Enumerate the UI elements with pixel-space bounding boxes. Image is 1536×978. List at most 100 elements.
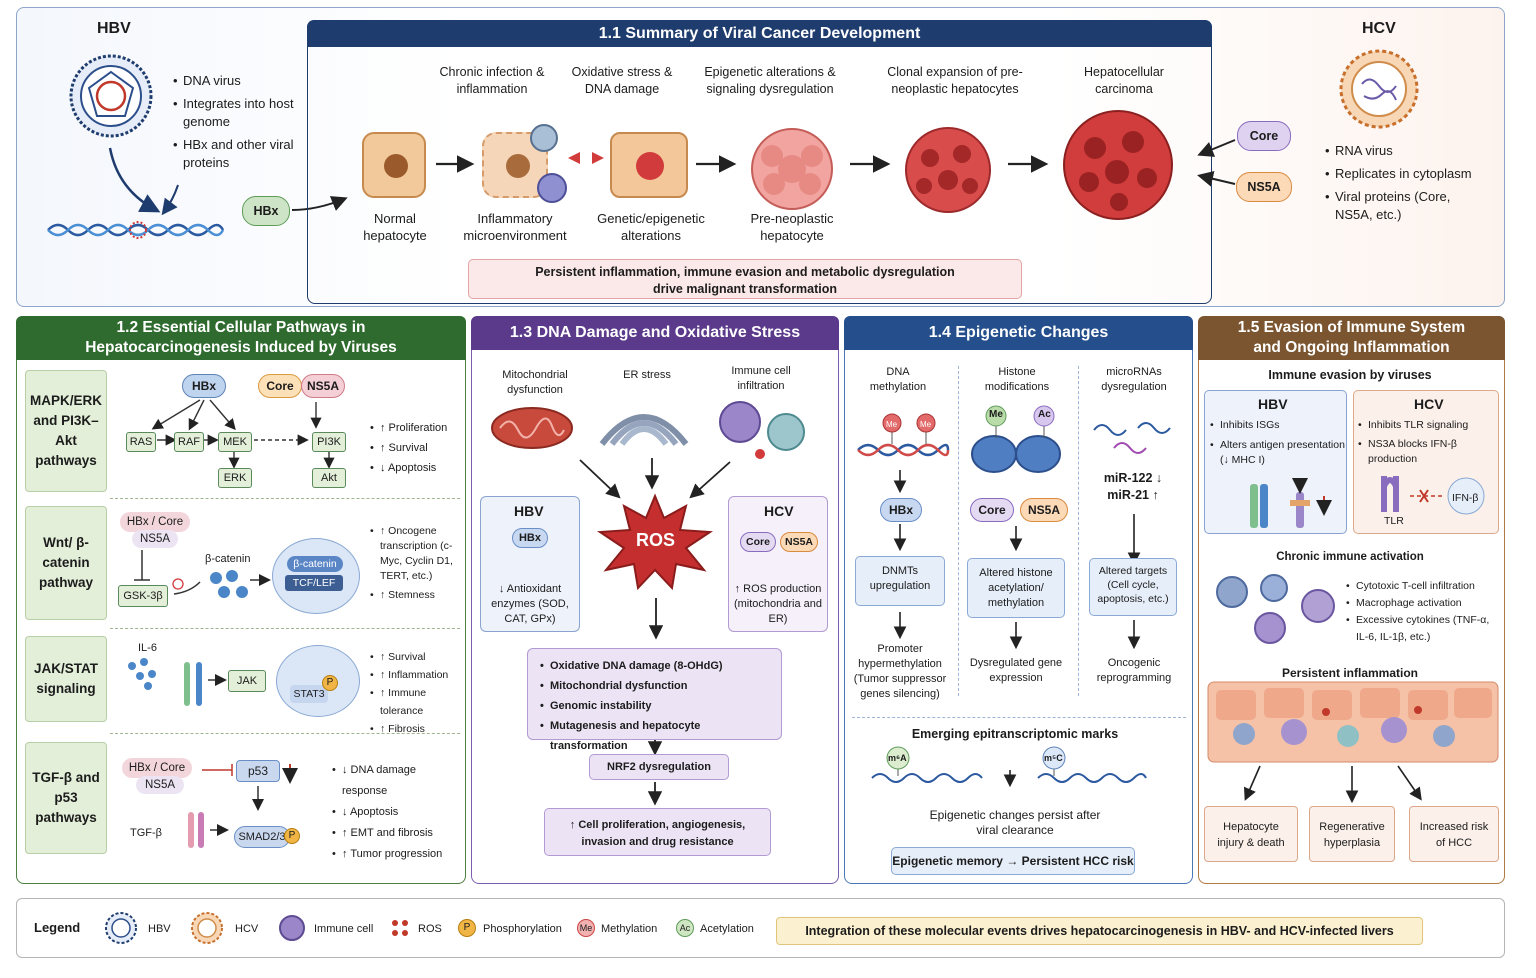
epigenetic-title: 1.4 Epigenetic Changes: [844, 316, 1193, 350]
flow-arrow: [850, 155, 891, 173]
flow-arrow: [436, 155, 475, 173]
ros-label: ROS: [636, 530, 676, 550]
jak-effect: ↑ Immune tolerance: [370, 684, 462, 720]
er-stress-icon: [599, 414, 689, 446]
jak-node: JAK: [228, 670, 266, 692]
hbx-badge: HBx: [880, 498, 922, 522]
epi-arrows: [893, 470, 1141, 650]
hcv-evasion-item: Inhibits TLR signaling: [1358, 418, 1496, 433]
hbx-badge: HBx: [512, 528, 548, 548]
epi-column-title: Histone modifications: [984, 366, 1050, 393]
viral-badge: HBx / Core: [122, 758, 192, 778]
hcv-ros-effect: ↑ ROS production (mitochondria and ER): [733, 583, 823, 625]
divider: [852, 717, 1186, 718]
pi3k-node: PI3K: [312, 432, 346, 452]
histone-change-box: Altered histone acetylation/ methylation: [967, 558, 1065, 618]
hbx-badge: HBx: [242, 196, 290, 226]
chronic-item: Cytotoxic T-cell infiltration: [1346, 578, 1502, 595]
mhc-icon: [1250, 478, 1332, 528]
phospho-badge: P: [322, 675, 338, 691]
raf-node: RAF: [174, 432, 204, 452]
hcv-title: HCV: [1362, 20, 1396, 37]
epitranscriptomic-title: Emerging epitranscriptomic marks: [911, 727, 1119, 741]
outcome-arrows: [1243, 765, 1422, 804]
il6-receptor-icon: [128, 658, 227, 706]
m5c-mark: m⁵C: [1044, 753, 1063, 763]
wnt-label: Wnt/ β-catenin pathway: [25, 506, 107, 620]
dnmt-box: DNMTs upregulation: [855, 556, 945, 606]
stage-label: Inflammatory microenvironment: [463, 211, 567, 243]
stage-label: Genetic/epigenetic alterations: [597, 211, 705, 243]
ras-node: RAS: [126, 432, 156, 452]
ros-outcome: Mutagenesis and hepatocyte transformatio…: [540, 716, 780, 756]
hbv-ros-effect: ↓ Antioxidant enzymes (SOD, CAT, GPx): [491, 583, 569, 625]
ns5a-badge: NS5A: [132, 530, 178, 548]
hcv-virus-icon: [1339, 49, 1419, 129]
ns5a-badge: NS5A: [301, 374, 345, 398]
rna-mark-icon: [871, 746, 1147, 788]
legend-title: Legend: [34, 920, 81, 935]
mitochondria-icon: [491, 407, 573, 449]
legend-label: Methylation: [601, 923, 658, 935]
mapk-effect: ↑ Proliferation: [370, 418, 460, 438]
tgf-effect: ↑ Tumor progression: [332, 844, 462, 865]
outcome-box: Increased risk of HCC: [1409, 806, 1499, 862]
persistent-banner: Persistent inflammation, immune evasion …: [468, 259, 1022, 299]
epi-outcome: Promoter hypermethylation (Tumor suppres…: [853, 643, 947, 700]
epi-column-title: microRNAs dysregulation: [1101, 366, 1167, 393]
divider: [110, 628, 460, 629]
hcv-evasion-title: HCV: [1414, 396, 1444, 412]
divider: [1078, 366, 1079, 696]
mirna-levels: miR-122 ↓ miR-21 ↑: [1103, 471, 1163, 502]
liver-tissue-icon: [1207, 681, 1499, 763]
phosphorylation-legend-icon: P: [458, 919, 476, 937]
chronic-item: Excessive cytokines (TNF-α, IL-6, IL-1β,…: [1346, 612, 1502, 646]
akt-node: Akt: [312, 468, 346, 488]
epi-outcome: Oncogenic reprogramming: [1096, 657, 1172, 684]
tlr-label: TLR: [1384, 515, 1404, 527]
hbv-evasion-title: HBV: [1258, 396, 1288, 412]
smad-node: SMAD2/3: [234, 826, 290, 848]
ros-outcome: Genomic instability: [540, 696, 780, 716]
wnt-effect: ↑ Oncogene transcription (c-Myc, Cyclin …: [370, 524, 462, 584]
mek-node: MEK: [218, 432, 252, 452]
tgf-effect: ↓ DNA damage response: [332, 760, 462, 802]
svg-text:Me: Me: [920, 420, 932, 429]
stage-label: Clonal expansion of pre-neoplastic hepat…: [887, 65, 1023, 96]
hbv-legend-icon: [105, 912, 137, 944]
hbx-arrow: [291, 196, 348, 211]
ifn-label: IFN-β: [1452, 492, 1479, 504]
erk-node: ERK: [218, 468, 252, 488]
ns5a-badge: NS5A: [780, 532, 818, 552]
mirna-target-box: Altered targets (Cell cycle, apoptosis, …: [1089, 558, 1177, 616]
persistent-inflammation-title: Persistent inflammation: [1281, 666, 1419, 680]
ros-outcome: Oxidative DNA damage (8-OHdG): [540, 656, 780, 676]
flow-arrow: [568, 152, 604, 164]
dna-damage-title: 1.3 DNA Damage and Oxidative Stress: [471, 316, 839, 350]
acetyl-mark: Ac: [1038, 409, 1051, 420]
tgfb-label: TGF-β: [130, 827, 162, 839]
legend-label: ROS: [418, 923, 442, 935]
ns5a-badge: NS5A: [136, 776, 184, 794]
tgf-arrows: [202, 764, 298, 811]
immune-title: 1.5 Evasion of Immune System and Ongoing…: [1198, 316, 1505, 360]
m6a-mark: m⁶A: [888, 753, 907, 763]
core-badge: Core: [970, 498, 1014, 522]
acetylation-legend-icon: Ac: [676, 919, 694, 937]
chronic-activation-title: Chronic immune activation: [1276, 551, 1424, 563]
legend-label: Immune cell: [314, 923, 374, 935]
legend-panel: [16, 898, 1505, 958]
stage-label: Oxidative stress & DNA damage: [571, 65, 673, 96]
ns5a-badge: NS5A: [1020, 498, 1068, 522]
hbv-feature: DNA virus: [173, 72, 303, 90]
damaged-cell-icon: [610, 132, 688, 198]
divider: [110, 498, 460, 499]
gsk3b-node: GSK-3β: [118, 585, 168, 607]
immune-evasion-title: Immune evasion by viruses: [1268, 368, 1432, 382]
stage-label: Chronic infection & inflammation: [439, 65, 545, 96]
ros-source-label: Mitochondrial dysfunction: [502, 369, 568, 396]
hcv-ros-title: HCV: [764, 503, 794, 519]
histone-icon: [971, 405, 1061, 473]
dna-integration-icon: [47, 147, 225, 239]
